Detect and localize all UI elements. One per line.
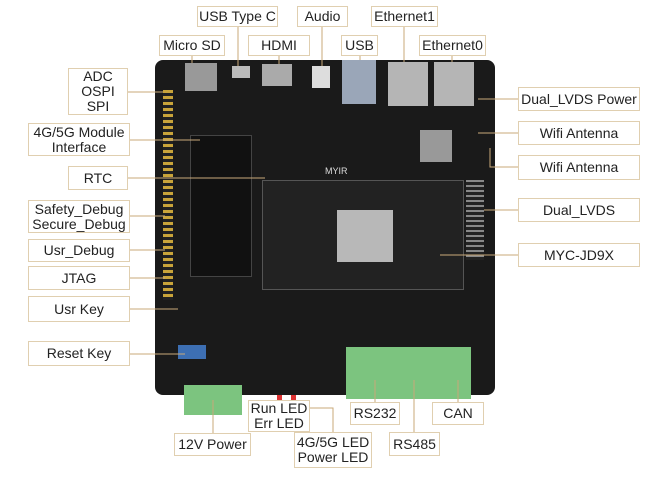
label-text: Dual_LVDS [542,201,616,218]
label-ethernet0: Ethernet0 [419,35,486,56]
label-wifi-antenna-1: Wifi Antenna [518,121,640,145]
label-text: Usr_Debug [43,242,115,258]
label-rs232: RS232 [350,402,400,425]
label-12v-power: 12V Power [174,433,251,456]
label-text: CAN [443,405,473,421]
label-text: Reset Key [46,345,112,361]
wifi-module [420,130,452,162]
label-dual-lvds: Dual_LVDS [518,198,640,222]
gpio-header [163,90,173,300]
label-rtc: RTC [68,166,128,190]
label-text: RTC [83,169,113,186]
label-text: Err LED [254,415,304,431]
reset-button [178,345,206,359]
module-slot [190,135,252,277]
label-reset-key: Reset Key [28,341,130,366]
label-text: Ethernet0 [422,37,483,53]
label-text: Audio [304,8,341,24]
label-text: Micro SD [163,37,221,53]
label-text: Power LED [297,449,369,465]
label-text: HDMI [261,37,297,53]
label-hdmi: HDMI [248,35,310,56]
label-text: RS485 [393,435,436,452]
microsd-slot [185,63,217,91]
label-text: 4G/5G Module [33,123,125,140]
label-text: Dual_LVDS Power [521,90,637,107]
audio-jack [312,66,330,88]
label-usr-key: Usr Key [28,296,130,322]
lvds-header [466,180,484,260]
label-wifi-antenna-2: Wifi Antenna [518,155,640,180]
label-jtag: JTAG [28,266,130,290]
label-text: Ethernet1 [374,8,435,24]
label-text: OSPI [81,83,115,99]
board-brand: MYIR [325,166,348,176]
label-text: USB Type C [199,8,276,24]
label-can: CAN [432,402,484,425]
label-text: RS232 [353,405,397,421]
label-usb-type-c: USB Type C [197,6,278,27]
label-micro-sd: Micro SD [159,35,225,56]
soc-chip [337,210,393,262]
label-text: 12V Power [178,436,247,452]
label-text: Safety_Debug [34,200,124,217]
label-dual-lvds-power: Dual_LVDS Power [518,87,640,111]
ethernet1-port [388,62,428,106]
label-rs485: RS485 [389,432,440,456]
usb-port [342,60,376,104]
label-text: JTAG [61,269,97,286]
label-audio: Audio [297,6,348,27]
usbc-port [232,66,250,78]
label-text: Run LED [250,400,308,416]
label-text: Interface [51,138,107,155]
label-text: MYC-JD9X [543,246,614,263]
label-text: Wifi Antenna [539,159,619,175]
label-usr-debug: Usr_Debug [28,239,130,262]
label-text: ADC [83,68,113,84]
label-text: Wifi Antenna [539,124,619,141]
label-text: SPI [86,98,110,114]
label-text: USB [345,37,374,53]
ethernet0-port [434,62,474,106]
label-myc-jd9x: MYC-JD9X [518,243,640,267]
terminal-block-rs [346,347,471,399]
label-text: Usr Key [54,300,104,317]
label-usb: USB [341,35,378,56]
label-ethernet1: Ethernet1 [371,6,438,27]
label-text: 4G/5G LED [296,434,370,450]
hdmi-port [262,64,292,86]
label-text: Secure_Debug [32,215,126,232]
